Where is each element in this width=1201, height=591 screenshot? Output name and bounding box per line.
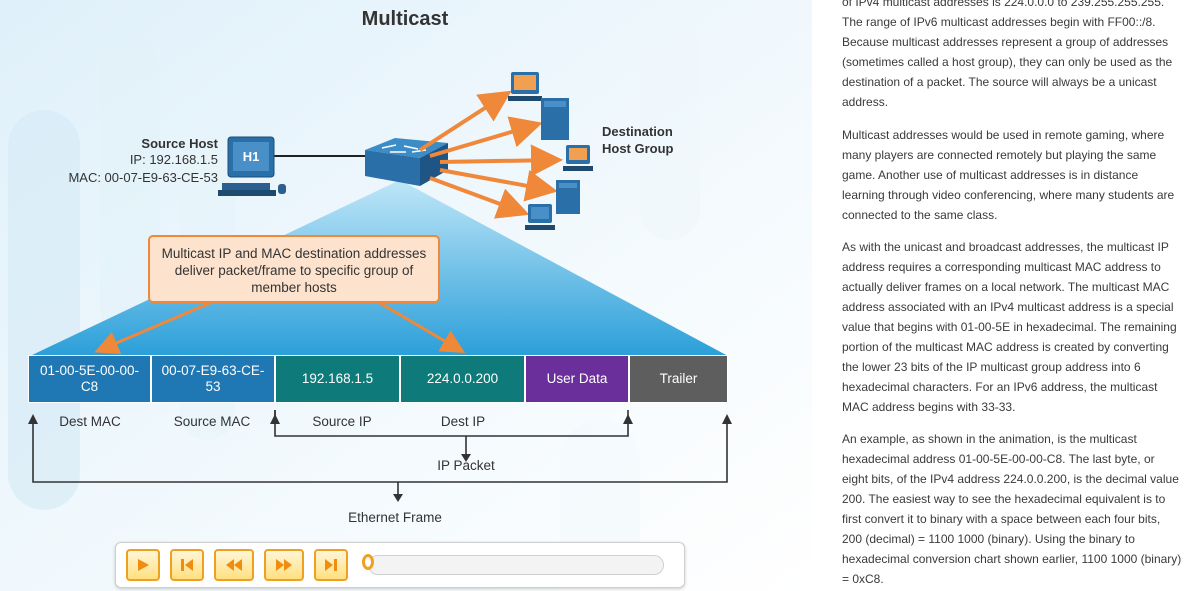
host-badge: H1 xyxy=(242,149,260,164)
source-host-ip: IP: 192.168.1.5 xyxy=(129,152,218,167)
label-source-mac: Source MAC xyxy=(173,414,251,429)
label-source-ip: Source IP xyxy=(312,414,372,429)
diagram-title: Multicast xyxy=(361,8,449,30)
label-ip-packet: IP Packet xyxy=(437,458,495,473)
skip-to-end-button[interactable] xyxy=(314,549,348,581)
article-panel: of IPv4 multicast addresses is 224.0.0.0… xyxy=(812,0,1201,591)
fast-forward-icon xyxy=(276,559,292,571)
rewind-icon xyxy=(226,559,242,571)
frame-cell-source-mac: 00-07-E9-63-CE-53 xyxy=(151,355,275,403)
frame-cell-source-ip: 192.168.1.5 xyxy=(275,355,400,403)
diagram-graphics xyxy=(0,0,812,591)
skip-to-start-icon xyxy=(181,559,193,571)
play-button[interactable] xyxy=(126,549,160,581)
source-host-mac: MAC: 00-07-E9-63-CE-53 xyxy=(68,170,218,185)
frame-cell-dest-ip: 224.0.0.200 xyxy=(400,355,525,403)
multicast-arrows xyxy=(418,90,563,219)
progress-track[interactable] xyxy=(368,555,664,575)
source-host-name: Source Host xyxy=(141,136,218,151)
article-paragraph: As with the unicast and broadcast addres… xyxy=(842,240,1177,414)
skip-to-start-button[interactable] xyxy=(170,549,204,581)
dest-group-label-line1: Destination xyxy=(602,124,673,139)
animation-player xyxy=(115,542,685,588)
article-paragraph: Multicast addresses would be used in rem… xyxy=(842,128,1175,222)
fast-forward-button[interactable] xyxy=(264,549,304,581)
label-dest-ip: Dest IP xyxy=(440,414,486,429)
label-ethernet-frame: Ethernet Frame xyxy=(348,510,442,525)
article-paragraph: of IPv4 multicast addresses is 224.0.0.0… xyxy=(842,0,1173,109)
article-paragraph: An example, as shown in the animation, i… xyxy=(842,432,1182,586)
skip-to-end-icon xyxy=(325,559,337,571)
frame-cell-trailer: Trailer xyxy=(629,355,728,403)
frame-cell-user-data: User Data xyxy=(525,355,629,403)
dest-group-label-line2: Host Group xyxy=(602,141,674,156)
label-dest-mac: Dest MAC xyxy=(59,414,121,429)
destination-host-icons xyxy=(508,72,593,230)
rewind-button[interactable] xyxy=(214,549,254,581)
diagram-panel: Multicast Source Host IP: 192.168.1.5 MA… xyxy=(0,0,812,591)
progress-thumb[interactable] xyxy=(362,554,374,570)
callout-box: Multicast IP and MAC destination address… xyxy=(148,235,440,303)
play-icon xyxy=(138,559,149,571)
frame-cell-dest-mac: 01-00-5E-00-00-C8 xyxy=(28,355,151,403)
source-host-computer-icon xyxy=(218,136,286,196)
